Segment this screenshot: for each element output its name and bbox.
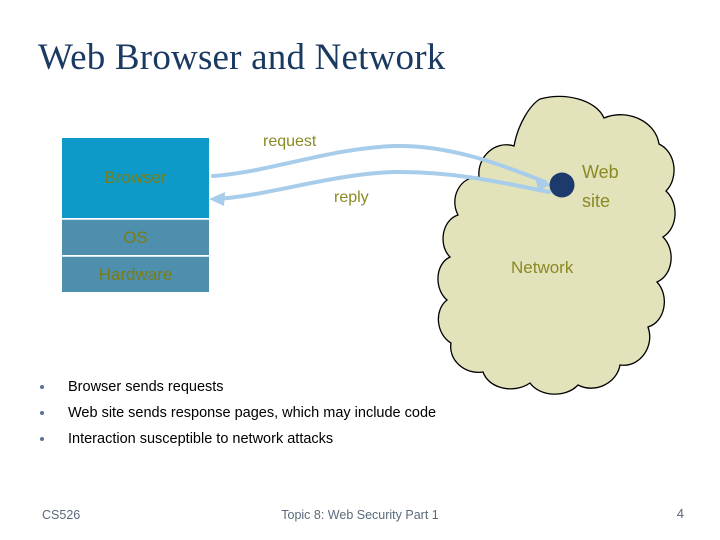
footer-topic: Topic 8: Web Security Part 1 — [281, 508, 439, 522]
hardware-box-label: Hardware — [98, 264, 173, 284]
os-box: OS — [62, 219, 209, 255]
list-item-text: Interaction susceptible to network attac… — [68, 431, 334, 447]
web-server-dot — [549, 172, 575, 198]
list-item: Browser sends requests — [34, 374, 634, 400]
slide-footer: CS526 Topic 8: Web Security Part 1 4 — [0, 505, 720, 527]
hardware-box: Hardware — [62, 256, 209, 292]
page-title: Web Browser and Network — [38, 37, 446, 78]
bullet-dot-icon — [40, 411, 44, 415]
list-item: Web site sends response pages, which may… — [34, 400, 634, 426]
bullet-dot-icon — [40, 437, 44, 441]
bullet-dot-icon — [40, 385, 44, 389]
browser-box-label: Browser — [104, 168, 167, 187]
reply-label: reply — [334, 189, 369, 206]
footer-page-number: 4 — [676, 506, 684, 521]
footer-course-code: CS526 — [42, 508, 81, 522]
list-item-text: Web site sends response pages, which may… — [68, 405, 437, 421]
web-site-label: Web site — [582, 162, 619, 211]
request-label: request — [263, 133, 317, 150]
web-server-node — [549, 172, 575, 198]
network-label: Network — [511, 258, 574, 277]
list-item-text: Browser sends requests — [68, 379, 224, 395]
list-item: Interaction susceptible to network attac… — [34, 426, 634, 452]
os-box-label: OS — [123, 227, 148, 247]
browser-box: Browser — [62, 138, 209, 218]
bullet-list: Browser sends requests Web site sends re… — [34, 374, 634, 452]
cloud-shape — [437, 95, 676, 395]
